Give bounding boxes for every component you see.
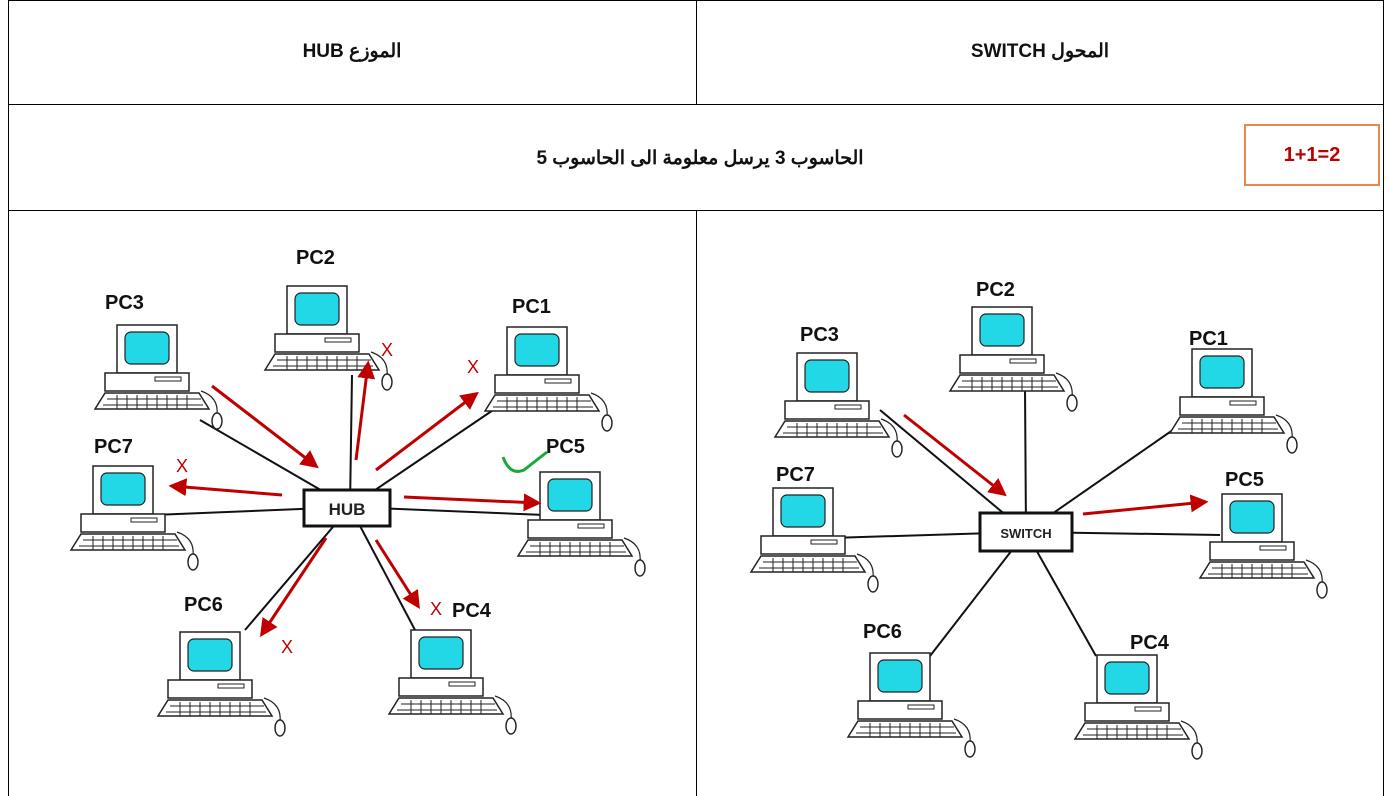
table-row-divider-1: [8, 104, 1384, 105]
switch-pc7-computer: [750, 487, 879, 593]
scenario-caption: الحاسوب 3 يرسل معلومة الى الحاسوب 5: [536, 148, 864, 169]
hub-x-mark-pc2: X: [381, 340, 393, 360]
switch-pc7-label: PC7: [776, 464, 815, 486]
hub-check-icon: [501, 450, 548, 473]
switch-arrows: [903, 413, 1209, 516]
table-border-right: [1383, 0, 1384, 796]
hub-arrows: [168, 360, 542, 637]
hub-pc4-label: PC4: [452, 600, 492, 622]
switch-pc5-label: PC5: [1225, 469, 1264, 491]
hub-pc6-label: PC6: [184, 594, 223, 616]
switch-pc2-computer: [949, 306, 1078, 412]
switch-device-label: SWITCH: [1000, 526, 1051, 541]
hub-x-mark-pc6: X: [281, 637, 293, 657]
switch-pc3-computer: [774, 352, 903, 458]
hub-pc2-label: PC2: [296, 247, 335, 269]
switch-pc5-computer: [1199, 493, 1328, 599]
hub-device: [302, 488, 392, 528]
hub-pc7-label: PC7: [94, 436, 133, 458]
hub-column-header: الموزع HUB: [302, 41, 402, 62]
switch-pc4-computer: [1074, 654, 1203, 760]
hub-device-label: HUB: [329, 500, 366, 519]
switch-pc3-label: PC3: [800, 324, 839, 346]
switch-pc6-label: PC6: [863, 621, 902, 643]
switch-pc2-label: PC2: [976, 279, 1015, 301]
hub-x-mark-pc7: X: [176, 456, 188, 476]
hub-pc5-label: PC5: [546, 436, 585, 458]
table-col-divider-bottom: [696, 210, 697, 796]
hub-pc1-label: PC1: [512, 296, 551, 318]
hub-x-mark-pc4: X: [430, 599, 442, 619]
table-border-left: [8, 0, 9, 796]
hub-x-mark-pc1: X: [467, 357, 479, 377]
switch-pc4-label: PC4: [1130, 632, 1170, 654]
hub-pc3-label: PC3: [105, 292, 144, 314]
switch-device: [978, 511, 1074, 553]
switch-column-header: المحول SWITCH: [970, 41, 1110, 62]
switch-pc1-computer: [1169, 348, 1298, 454]
switch-pc1-label: PC1: [1189, 328, 1228, 350]
table-col-divider-top: [696, 0, 697, 104]
sum-badge: 1+1=2: [1244, 124, 1380, 186]
switch-pc6-computer: [847, 652, 976, 758]
